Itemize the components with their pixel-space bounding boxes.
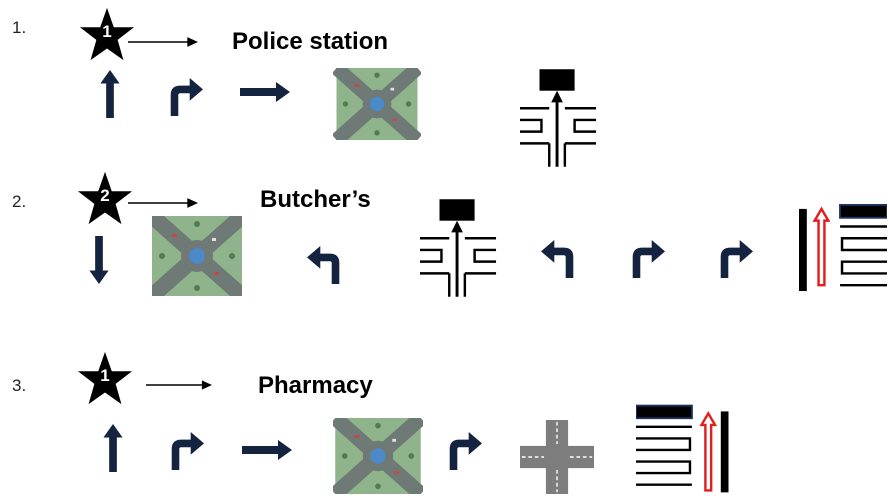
start-star-icon: 1 bbox=[78, 6, 136, 64]
turn-right-icon bbox=[443, 432, 483, 470]
building-ahead-icon bbox=[520, 66, 598, 170]
pointer-arrow-icon bbox=[128, 36, 198, 48]
start-star-icon: 1 bbox=[76, 350, 134, 408]
start-star-icon: 2 bbox=[76, 170, 134, 228]
star-number: 1 bbox=[102, 22, 112, 41]
route-number: 3. bbox=[12, 376, 27, 395]
pointer-arrow-icon bbox=[146, 379, 212, 391]
turn-left-icon bbox=[306, 246, 346, 284]
pointer-arrow-icon bbox=[128, 197, 198, 209]
roundabout-icon bbox=[152, 216, 242, 296]
star-number: 1 bbox=[100, 366, 110, 385]
building-left-icon bbox=[636, 404, 742, 494]
arrow-up-icon bbox=[103, 424, 123, 472]
turn-right-icon bbox=[626, 240, 666, 278]
arrow-right-icon bbox=[242, 440, 292, 460]
route-number: 1. bbox=[12, 18, 27, 37]
roundabout-icon bbox=[333, 68, 421, 140]
turn-right-icon bbox=[714, 240, 754, 278]
arrow-right-icon bbox=[240, 82, 290, 102]
turn-right-icon bbox=[164, 78, 204, 116]
arrow-down-icon bbox=[89, 236, 109, 284]
crossroads-icon bbox=[518, 420, 596, 494]
arrow-up-icon bbox=[100, 70, 120, 118]
star-number: 2 bbox=[100, 186, 110, 205]
building-ahead-icon bbox=[420, 196, 498, 300]
destination-label: Pharmacy bbox=[258, 372, 373, 399]
destination-label: Police station bbox=[232, 28, 389, 55]
route-number: 2. bbox=[12, 192, 27, 211]
roundabout-icon bbox=[333, 418, 423, 494]
destination-label: Butcher’s bbox=[260, 186, 371, 213]
turn-right-icon bbox=[165, 432, 205, 470]
building-right-icon bbox=[799, 204, 887, 294]
turn-left-icon bbox=[540, 240, 580, 278]
